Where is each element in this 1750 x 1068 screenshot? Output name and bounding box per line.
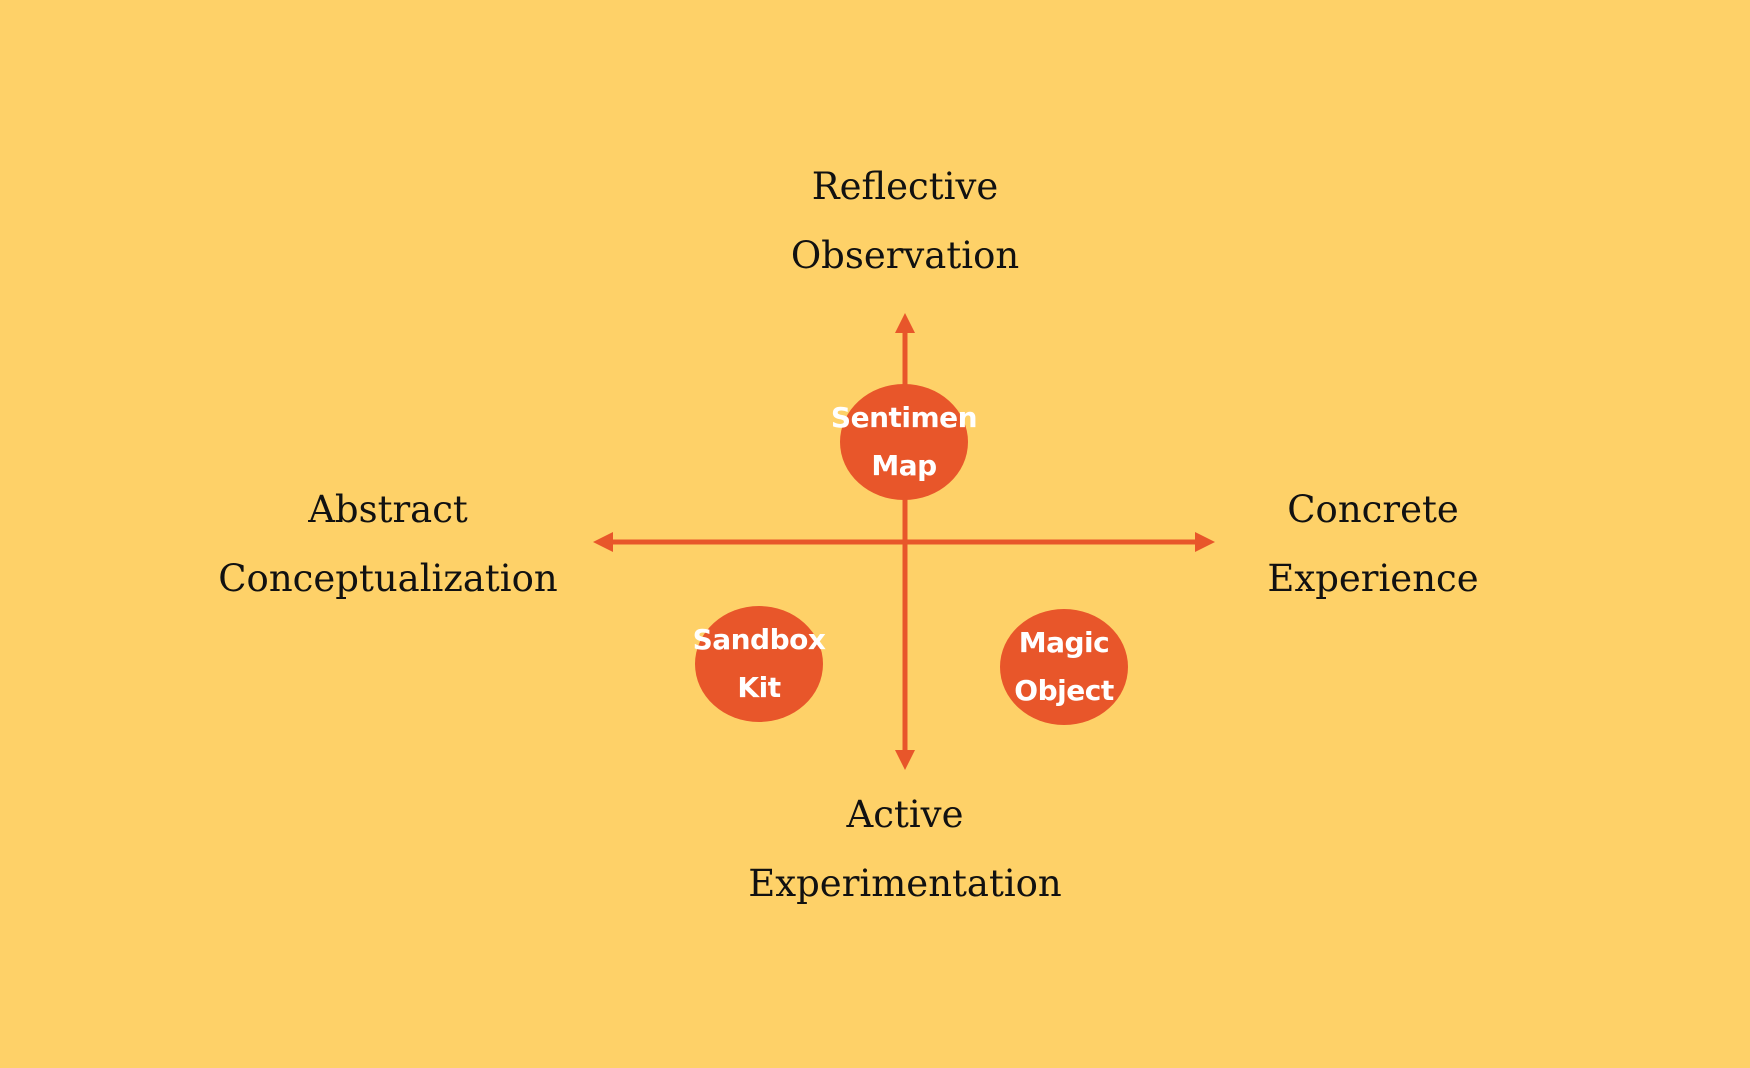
- node-label: Sandbox: [692, 623, 826, 656]
- node-label: Map: [871, 449, 937, 482]
- axis-label-concrete-experience: Concrete Experience: [1173, 475, 1573, 613]
- magic-object-node: Magic Object: [1000, 609, 1128, 725]
- node-label: Magic: [1018, 626, 1110, 659]
- top-arrowhead: [895, 313, 915, 333]
- axis-label-line: Observation: [790, 234, 1020, 277]
- node-label: Sentimen: [830, 401, 978, 434]
- axis-label-line: Experimentation: [748, 862, 1062, 905]
- node-label: Object: [1014, 674, 1114, 707]
- axis-label-abstract-conceptualization: Abstract Conceptualization: [188, 475, 588, 613]
- axis-label-line: Conceptualization: [218, 557, 558, 600]
- sentiment-map-node: Sentimen Map: [831, 384, 978, 500]
- axis-label-line: Abstract: [308, 488, 468, 531]
- right-arrowhead: [1195, 532, 1215, 552]
- axis-label-line: Reflective: [811, 165, 999, 208]
- axis-label-active-experimentation: Active Experimentation: [705, 780, 1105, 918]
- axis-label-line: Experience: [1267, 557, 1479, 600]
- axis-label-reflective-observation: Reflective Observation: [705, 152, 1105, 290]
- node-label: Kit: [737, 671, 781, 704]
- axis-label-line: Active: [846, 793, 964, 836]
- bottom-arrowhead: [895, 750, 915, 770]
- left-arrowhead: [593, 532, 613, 552]
- axis-label-line: Concrete: [1287, 488, 1459, 531]
- sandbox-kit-node: Sandbox Kit: [692, 606, 826, 722]
